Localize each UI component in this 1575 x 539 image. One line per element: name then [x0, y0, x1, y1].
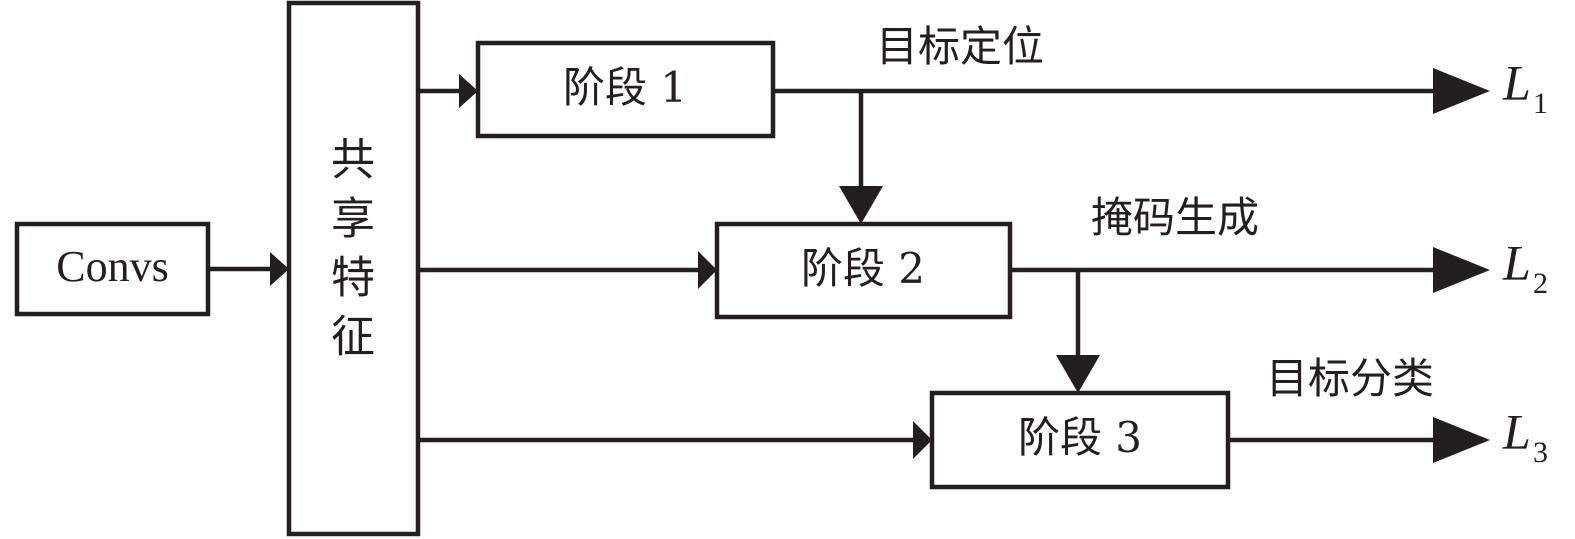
arrow-head-icon: [1433, 417, 1490, 463]
edge-stage1-to-stage2: [839, 91, 883, 224]
edge-shared-to-stage3: [418, 421, 932, 459]
edge-shared-to-stage1: [418, 74, 478, 108]
convs-box[interactable]: [14, 221, 211, 317]
edge-stage2-to-L2: [1010, 247, 1490, 293]
arrow-head-icon: [1433, 247, 1490, 293]
node-stage2[interactable]: 阶段 2: [714, 221, 1013, 320]
output-L3-subscript: 3: [1533, 436, 1548, 469]
stage1-box[interactable]: [475, 40, 776, 139]
edge-stage3-to-L3: [1228, 417, 1490, 463]
arrow-head-icon: [698, 251, 717, 289]
output-L1-letter: L: [1502, 54, 1531, 110]
arrow-head-icon: [270, 252, 289, 286]
stage1-label: 阶段 1: [563, 63, 687, 112]
edge-label-mask-generation: 掩码生成: [1091, 193, 1259, 242]
shared-features-box[interactable]: [286, 0, 421, 537]
arrow-head-icon: [1056, 355, 1100, 393]
output-L1: L 1: [1502, 54, 1548, 119]
arrow-head-icon: [459, 74, 478, 108]
output-L1-subscript: 1: [1533, 87, 1548, 120]
shared-features-char-1: 享: [331, 194, 375, 245]
shared-features-char-2: 特: [331, 253, 375, 304]
node-stage3[interactable]: 阶段 3: [929, 390, 1231, 490]
stage2-box[interactable]: [714, 221, 1013, 320]
output-L2-subscript: 2: [1533, 267, 1548, 300]
edge-shared-to-stage2: [418, 251, 717, 289]
output-L2-letter: L: [1502, 234, 1531, 290]
output-L3-letter: L: [1502, 403, 1531, 459]
convs-label: Convs: [56, 242, 168, 291]
shared-features-char-0: 共: [331, 135, 375, 186]
edge-stage2-to-stage3: [1056, 270, 1100, 393]
output-L3: L 3: [1502, 403, 1548, 468]
node-stage1[interactable]: 阶段 1: [475, 40, 776, 139]
edge-label-classification: 目标分类: [1266, 354, 1434, 403]
shared-features-char-3: 征: [331, 312, 375, 363]
edge-label-localization: 目标定位: [876, 22, 1044, 71]
edge-convs-to-shared: [208, 252, 289, 286]
output-L2: L 2: [1502, 234, 1548, 299]
arrow-head-icon: [1433, 68, 1490, 114]
arrow-head-icon: [913, 421, 932, 459]
node-convs[interactable]: Convs: [14, 221, 211, 317]
node-shared-features[interactable]: 共 享 特 征: [286, 0, 421, 537]
stage3-label: 阶段 3: [1018, 413, 1142, 462]
stage2-label: 阶段 2: [801, 244, 925, 293]
arrow-head-icon: [839, 186, 883, 224]
edge-stage1-to-L1: [773, 68, 1490, 114]
